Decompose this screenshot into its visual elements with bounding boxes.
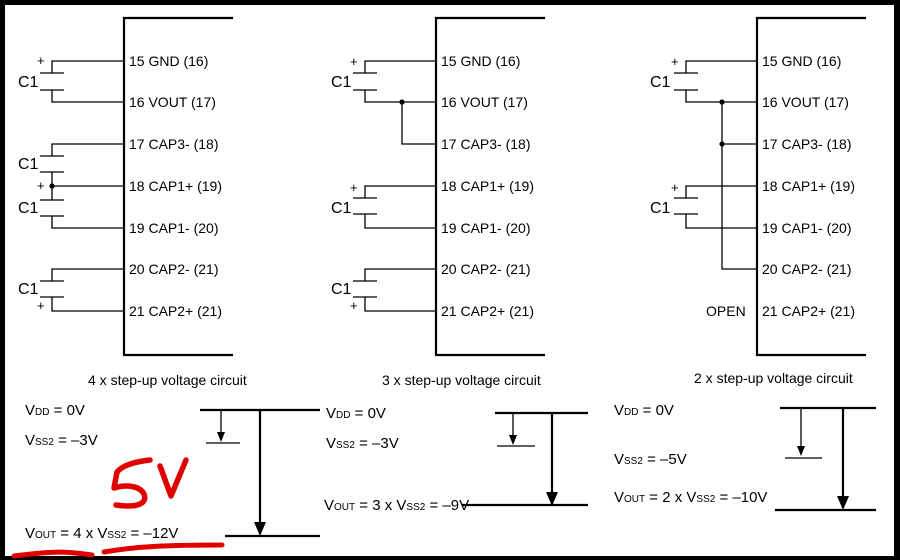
cap-label: C1 bbox=[650, 74, 671, 91]
pin-label-cap3-minus: 17 CAP3- (18) bbox=[762, 136, 851, 152]
cap-label: C1 bbox=[650, 200, 671, 217]
handwritten-5v bbox=[111, 457, 189, 509]
pin-label-cap2-minus: 20 CAP2- (21) bbox=[129, 261, 218, 277]
plus-sign: + bbox=[671, 54, 679, 69]
voltage-diagram-4x: VDD = 0V VSS2 = –3V VOUT = 4 x VSS2 = –1… bbox=[25, 402, 320, 542]
cap-label: C1 bbox=[331, 281, 352, 298]
capacitor-c1-b bbox=[353, 185, 436, 229]
vout-equation: VOUT = 3 x VSS2 = –9V bbox=[324, 497, 469, 514]
capacitor-c1-b bbox=[674, 185, 757, 229]
pin-label-cap1-minus: 19 CAP1- (20) bbox=[441, 220, 530, 236]
pin-label-cap2-plus: 21 CAP2+ (21) bbox=[129, 303, 222, 319]
vss2-equation: VSS2 = –3V bbox=[25, 432, 98, 449]
plus-sign: + bbox=[37, 53, 45, 68]
circuit-3x: 15 GND (16) 16 VOUT (17) 17 CAP3- (18) 1… bbox=[331, 16, 545, 388]
vout-equation: VOUT = 2 x VSS2 = –10V bbox=[614, 489, 767, 506]
plus-sign: + bbox=[671, 180, 679, 195]
vout-equation: VOUT = 4 x VSS2 = –12V bbox=[25, 525, 178, 542]
pin-label-cap2-minus: 20 CAP2- (21) bbox=[762, 261, 851, 277]
vss2-equation: VSS2 = –3V bbox=[326, 435, 399, 452]
plus-sign: + bbox=[350, 180, 358, 195]
vdd-equation: VDD = 0V bbox=[25, 402, 85, 419]
voltage-diagram-3x: VDD = 0V VSS2 = –3V VOUT = 3 x VSS2 = –9… bbox=[324, 405, 588, 514]
pin-label-cap2-plus: 21 CAP2+ (21) bbox=[441, 303, 534, 319]
open-label: OPEN bbox=[706, 303, 746, 319]
cap-label: C1 bbox=[331, 74, 352, 91]
capacitor-c1-a bbox=[40, 60, 124, 103]
diagram-background bbox=[5, 5, 894, 556]
pin-label-cap1-plus: 18 CAP1+ (19) bbox=[762, 178, 855, 194]
pin-label-vout: 16 VOUT (17) bbox=[129, 94, 216, 110]
handwritten-underline bbox=[11, 542, 225, 559]
circuit-2x: 15 GND (16) 16 VOUT (17) 17 CAP3- (18) 1… bbox=[650, 16, 866, 386]
circuit-title-2x: 2 x step-up voltage circuit bbox=[694, 370, 853, 386]
circuit-title-3x: 3 x step-up voltage circuit bbox=[382, 372, 541, 388]
capacitor-c1-b-stack bbox=[40, 143, 124, 229]
cap-label: C1 bbox=[331, 200, 352, 217]
vss2-equation: VSS2 = –5V bbox=[614, 451, 687, 468]
pin-label-vout: 16 VOUT (17) bbox=[441, 94, 528, 110]
pin-label-vout: 16 VOUT (17) bbox=[762, 94, 849, 110]
vdd-equation: VDD = 0V bbox=[614, 402, 674, 419]
cap-label: C1 bbox=[18, 74, 39, 91]
capacitor-c1-c bbox=[353, 268, 436, 312]
cap-label: C1 bbox=[18, 156, 39, 173]
cap-label: C1 bbox=[18, 200, 39, 217]
pin-label-gnd: 15 GND (16) bbox=[762, 53, 841, 69]
capacitor-c1-a bbox=[674, 60, 757, 270]
pin-label-cap3-minus: 17 CAP3- (18) bbox=[129, 136, 218, 152]
voltage-diagram-2x: VDD = 0V VSS2 = –5V VOUT = 2 x VSS2 = –1… bbox=[614, 402, 876, 512]
circuit-title-4x: 4 x step-up voltage circuit bbox=[88, 372, 247, 388]
pin-label-gnd: 15 GND (16) bbox=[441, 53, 520, 69]
pin-label-cap1-minus: 19 CAP1- (20) bbox=[129, 220, 218, 236]
pin-label-cap3-minus: 17 CAP3- (18) bbox=[441, 136, 530, 152]
pin-label-cap1-plus: 18 CAP1+ (19) bbox=[129, 178, 222, 194]
plus-sign: + bbox=[350, 54, 358, 69]
pin-label-cap2-plus: 21 CAP2+ (21) bbox=[762, 303, 855, 319]
plus-sign: + bbox=[350, 298, 358, 313]
pin-label-cap1-minus: 19 CAP1- (20) bbox=[762, 220, 851, 236]
plus-sign: + bbox=[37, 178, 45, 193]
circuit-4x: 15 GND (16) 16 VOUT (17) 17 CAP3- (18) 1… bbox=[18, 16, 247, 388]
pin-label-cap2-minus: 20 CAP2- (21) bbox=[441, 261, 530, 277]
handwritten-annotation bbox=[11, 457, 225, 559]
pin-label-gnd: 15 GND (16) bbox=[129, 53, 208, 69]
capacitor-c1-c bbox=[40, 268, 124, 312]
cap-label: C1 bbox=[18, 281, 39, 298]
plus-sign: + bbox=[37, 298, 45, 313]
vdd-equation: VDD = 0V bbox=[326, 405, 386, 422]
pin-label-cap1-plus: 18 CAP1+ (19) bbox=[441, 178, 534, 194]
capacitor-c1-a bbox=[353, 60, 436, 145]
